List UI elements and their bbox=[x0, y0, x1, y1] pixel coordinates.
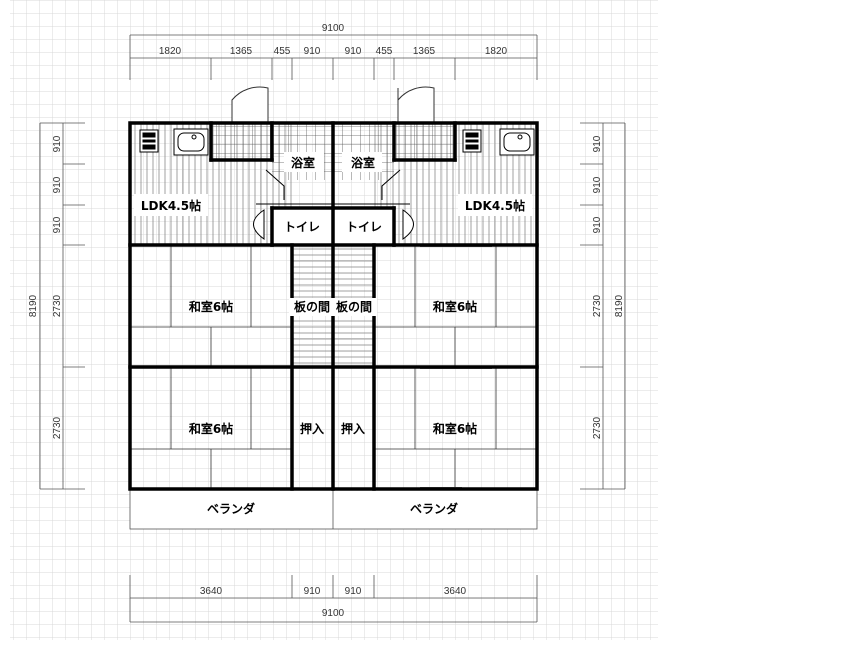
toilet-right-label: トイレ bbox=[346, 220, 382, 234]
right-segment-label: 2730 bbox=[592, 294, 603, 317]
left-segment-label: 910 bbox=[52, 135, 63, 152]
top-total-label: 9100 bbox=[322, 23, 345, 34]
board-right-label: 板の間 bbox=[336, 299, 372, 314]
oshiire-left-label: 押入 bbox=[300, 421, 324, 436]
board-left-label: 板の間 bbox=[294, 299, 330, 314]
toilet-left-floor bbox=[272, 208, 333, 245]
top-segment-label: 1365 bbox=[230, 46, 253, 57]
right-segment-label: 910 bbox=[592, 135, 603, 152]
ldk-label-bg-left bbox=[134, 194, 208, 216]
sink-icons bbox=[173, 128, 535, 156]
top-segment-label: 910 bbox=[345, 46, 362, 57]
board-label-bg bbox=[289, 298, 377, 316]
tatami-lines bbox=[130, 245, 537, 489]
right-segment-label: 910 bbox=[592, 176, 603, 193]
toilet-left-label: トイレ bbox=[284, 220, 320, 234]
bottom-segment-label: 3640 bbox=[444, 586, 467, 597]
bottom-segment-label: 910 bbox=[304, 586, 321, 597]
right-segment-label: 2730 bbox=[592, 416, 603, 439]
left-dimensions: 8190 910 910 910 2730 2730 bbox=[28, 122, 85, 490]
bath-left-label: 浴室 bbox=[291, 155, 315, 170]
left-segment-label: 2730 bbox=[52, 416, 63, 439]
veranda-right-label: ベランダ bbox=[410, 501, 458, 516]
entry-tiles-left bbox=[211, 123, 272, 160]
bottom-total-label: 9100 bbox=[322, 608, 345, 619]
washitsu-bottom-right-label: 和室6帖 bbox=[432, 421, 477, 436]
door-swings bbox=[231, 86, 435, 123]
bottom-segment-label: 910 bbox=[345, 586, 362, 597]
left-segment-label: 2730 bbox=[52, 294, 63, 317]
right-segment-label: 910 bbox=[592, 216, 603, 233]
top-segment-label: 455 bbox=[376, 46, 393, 57]
left-segment-label: 910 bbox=[52, 176, 63, 193]
washitsu-top-left-label: 和室6帖 bbox=[188, 299, 233, 314]
top-segment-label: 910 bbox=[304, 46, 321, 57]
right-dimensions: 910 910 910 2730 2730 8190 bbox=[580, 122, 626, 490]
appliance-icons bbox=[139, 129, 482, 153]
bottom-segment-label: 3640 bbox=[200, 586, 223, 597]
left-segment-label: 910 bbox=[52, 216, 63, 233]
bath-right-label: 浴室 bbox=[351, 155, 375, 170]
entry-tiles-right bbox=[394, 123, 455, 160]
top-segment-label: 455 bbox=[274, 46, 291, 57]
bath-label-bg-right bbox=[342, 152, 382, 172]
top-segment-label: 1820 bbox=[159, 46, 182, 57]
toilet-icons bbox=[253, 209, 414, 240]
toilet-right-floor bbox=[333, 208, 394, 245]
bath-label-bg-left bbox=[284, 152, 324, 172]
top-dimensions: 9100 1820 1365 455 910 910 455 1365 1820 bbox=[129, 23, 538, 80]
ldk-right-label: LDK4.5帖 bbox=[465, 198, 525, 213]
ldk-left-label: LDK4.5帖 bbox=[141, 198, 201, 213]
ldk-label-bg-right bbox=[458, 194, 532, 216]
washitsu-top-right-label: 和室6帖 bbox=[432, 299, 477, 314]
veranda-outline bbox=[129, 488, 538, 530]
top-segment-label: 1365 bbox=[413, 46, 436, 57]
oshiire-right-label: 押入 bbox=[341, 421, 365, 436]
washitsu-bottom-left-label: 和室6帖 bbox=[188, 421, 233, 436]
left-total-label: 8190 bbox=[28, 294, 39, 317]
bottom-dimensions: 3640 910 910 3640 9100 bbox=[129, 575, 538, 623]
right-total-label: 8190 bbox=[614, 294, 625, 317]
veranda-left-label: ベランダ bbox=[207, 501, 255, 516]
top-segment-label: 1820 bbox=[485, 46, 508, 57]
